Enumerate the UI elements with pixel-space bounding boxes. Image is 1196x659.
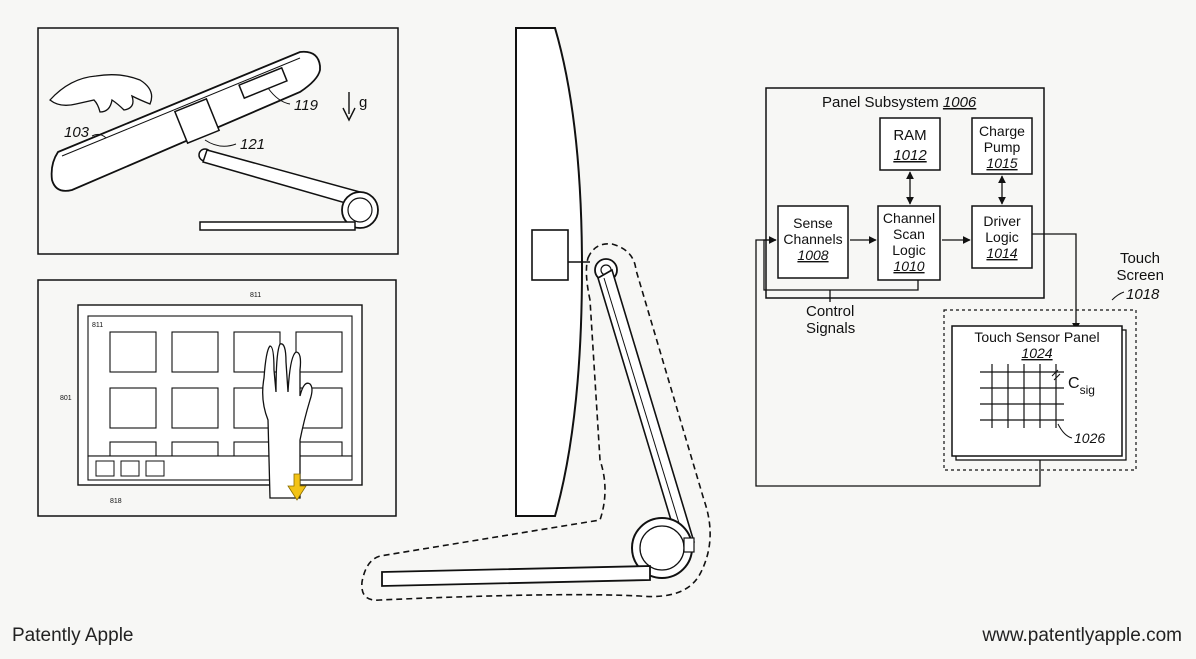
stand-arm-inner-line (603, 277, 687, 547)
scan-line2: Scan (893, 226, 925, 242)
ram-num: 1012 (893, 147, 927, 164)
leader-119 (267, 87, 291, 105)
sensor-panel-num: 1024 (1021, 345, 1052, 361)
hand-illustration (262, 343, 313, 499)
figure-block-diagram: Panel Subsystem 1006 RAM 1012 Charge Pum… (755, 87, 1164, 487)
footer-brand: Patently Apple (12, 625, 134, 646)
leader-103 (91, 133, 107, 139)
touch-screen-line1: Touch (1120, 250, 1160, 267)
dock-icon-1 (95, 460, 115, 477)
label-818: 818 (110, 498, 122, 505)
stand-hinge-inner (347, 197, 373, 223)
panel-to-sense (755, 239, 1041, 487)
dock-icon-3 (145, 460, 165, 477)
channel-scan-logic-box (877, 205, 941, 281)
control-line2: Signals (806, 320, 855, 337)
stand-arm (597, 268, 695, 552)
sensor-panel-title: Touch Sensor Panel (974, 329, 1099, 345)
footer-url[interactable]: www.patentlyapple.com (982, 625, 1182, 646)
dock-icon-2 (120, 460, 140, 477)
grid-num: 1026 (1074, 430, 1105, 446)
hand-illustration (49, 74, 153, 113)
label-801: 801 (60, 395, 72, 402)
csig-label: Csig (1068, 375, 1095, 397)
panel-subsystem-box (765, 87, 1045, 299)
panel-subsystem-title: Panel Subsystem 1006 (822, 94, 977, 111)
gravity-label: g (359, 94, 367, 111)
leader-121 (204, 139, 237, 147)
grid-leader (1057, 423, 1073, 439)
touch-screen-num: 1018 (1126, 286, 1160, 303)
driver-logic-box (971, 205, 1033, 269)
stand-base (199, 221, 356, 231)
ram-label: RAM (893, 127, 926, 144)
label-811-top: 811 (250, 292, 261, 299)
capacitor-icon (1051, 369, 1061, 381)
stand-base (381, 565, 651, 587)
sense-num: 1008 (797, 247, 828, 263)
scan-num: 1010 (893, 258, 924, 274)
tile-grid (109, 331, 343, 457)
figure-side-view (361, 27, 711, 601)
figure-tilted-display: 103 121 119 g (37, 27, 399, 255)
stand-arm (202, 149, 361, 207)
gravity-arrow-icon (342, 92, 356, 122)
charge-pump-num: 1015 (986, 155, 1017, 171)
label-811-tile: 811 (92, 322, 103, 329)
touch-screen-dashed-box (943, 309, 1137, 471)
label-119: 119 (294, 97, 319, 114)
scan-line1: Channel (883, 210, 935, 226)
driver-line1: Driver (983, 213, 1021, 229)
charge-pump-line2: Pump (984, 139, 1021, 155)
display-glass-line (61, 57, 301, 157)
sensor-panel-front (951, 325, 1123, 457)
driver-line2: Logic (985, 229, 1018, 245)
figure-touchscreen-tiles: 811 811 801 818 (37, 279, 397, 517)
component-121-box (173, 97, 221, 145)
connection-lines (755, 171, 1080, 487)
sensor-grid (980, 364, 1064, 428)
sense-line2: Channels (783, 231, 842, 247)
driver-to-panel (1032, 233, 1080, 331)
charge-pump-line1: Charge (979, 123, 1025, 139)
touch-screen-leader (1111, 291, 1125, 301)
figure-frame (37, 279, 397, 517)
scan-line3: Logic (892, 242, 925, 258)
sense-line1: Sense (793, 215, 833, 231)
component-119-box (238, 66, 288, 100)
internal-module-box (531, 229, 569, 281)
stand-hinge-outer (341, 191, 379, 229)
hinge-clip (683, 537, 695, 553)
label-103: 103 (64, 124, 90, 141)
sense-channels-box (777, 205, 849, 279)
touch-screen-line2: Screen (1116, 267, 1164, 284)
control-line1: Control (806, 303, 854, 320)
dashed-housing-outline (361, 242, 711, 601)
ram-box (879, 117, 941, 171)
swipe-down-arrow-icon (287, 473, 307, 501)
driver-num: 1014 (986, 245, 1017, 261)
charge-pump-box (971, 117, 1033, 175)
label-121: 121 (240, 136, 265, 153)
figure-frame (37, 27, 399, 255)
